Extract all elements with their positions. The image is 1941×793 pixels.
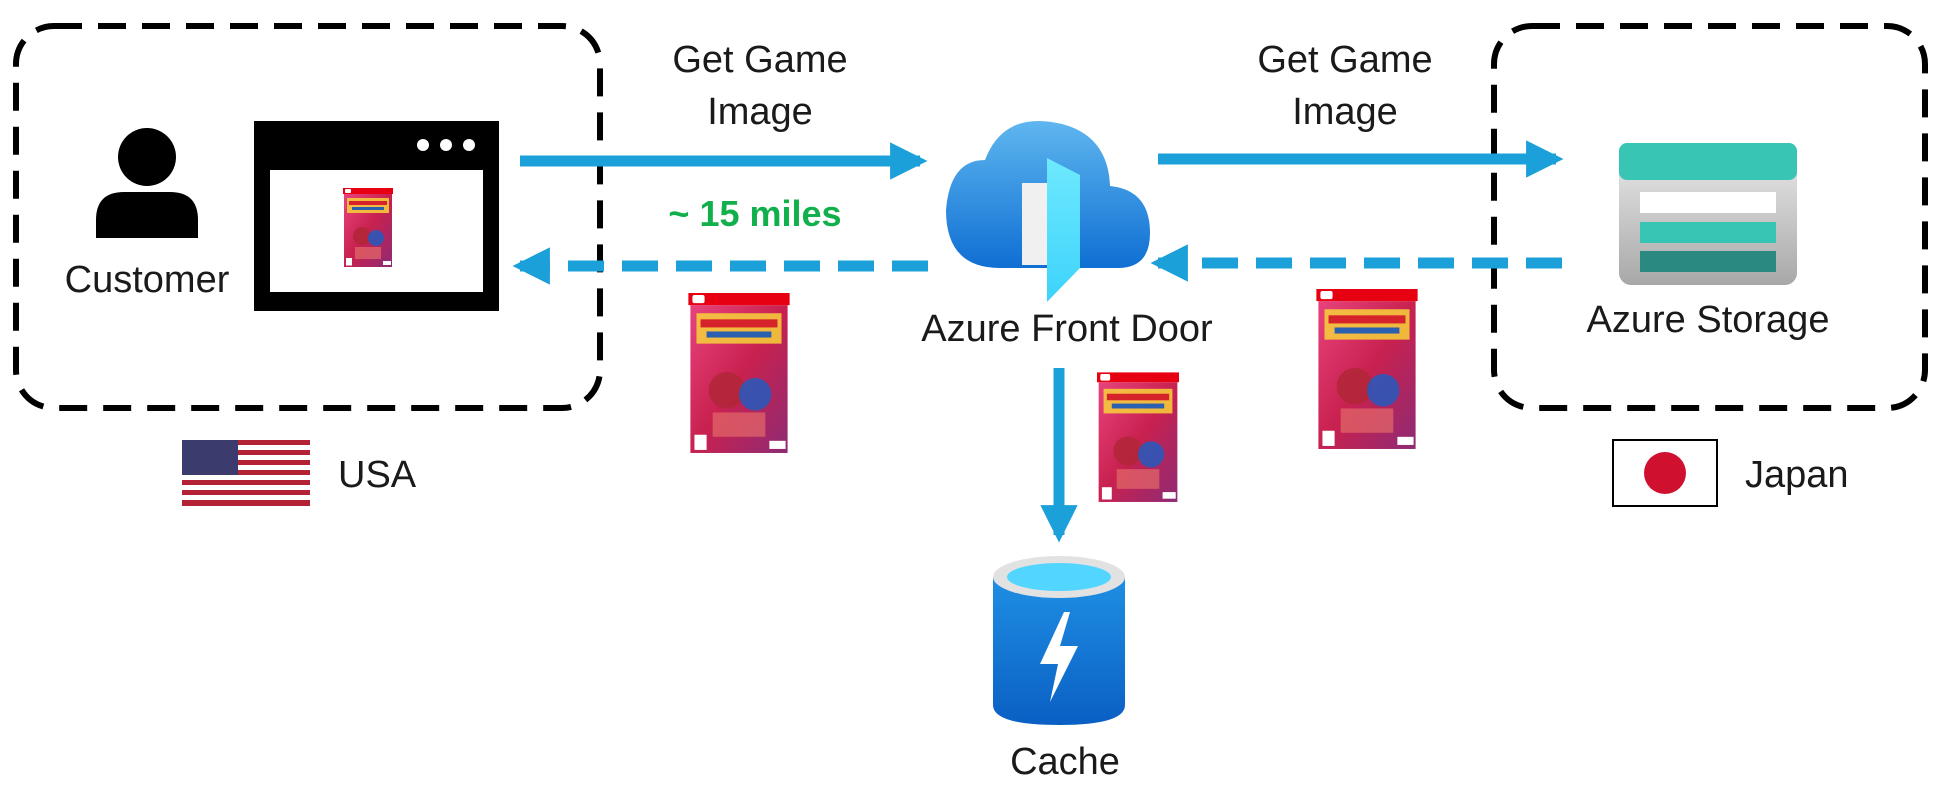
customer-label: Customer: [65, 259, 230, 301]
request-right-label-line2: Image: [1292, 91, 1398, 133]
game-cover-image-response-right: [1316, 289, 1418, 451]
azure-storage-icon: [1619, 143, 1797, 285]
front-door-label: Azure Front Door: [921, 308, 1213, 350]
japan-flag-icon: [1612, 439, 1718, 507]
cache-database-icon: [993, 556, 1125, 725]
storage-label: Azure Storage: [1587, 299, 1830, 341]
azure-front-door-icon: [946, 120, 1150, 302]
request-left-label-line2: Image: [707, 91, 813, 133]
cache-label: Cache: [1010, 741, 1120, 783]
distance-label: ~ 15 miles: [668, 193, 841, 234]
usa-label: USA: [338, 454, 417, 496]
browser-window-icon: [254, 121, 499, 311]
usa-region-box: [13, 23, 603, 411]
person-icon: [96, 128, 198, 238]
request-right-label-line1: Get Game: [1257, 39, 1432, 81]
game-cover-image-cache: [1097, 372, 1179, 504]
game-cover-image: [343, 188, 393, 268]
usa-flag-icon: [182, 440, 310, 506]
japan-region-box: [1491, 23, 1928, 411]
game-cover-image-response-left: [688, 293, 790, 455]
request-left-label-line1: Get Game: [672, 39, 847, 81]
japan-label: Japan: [1745, 454, 1849, 496]
